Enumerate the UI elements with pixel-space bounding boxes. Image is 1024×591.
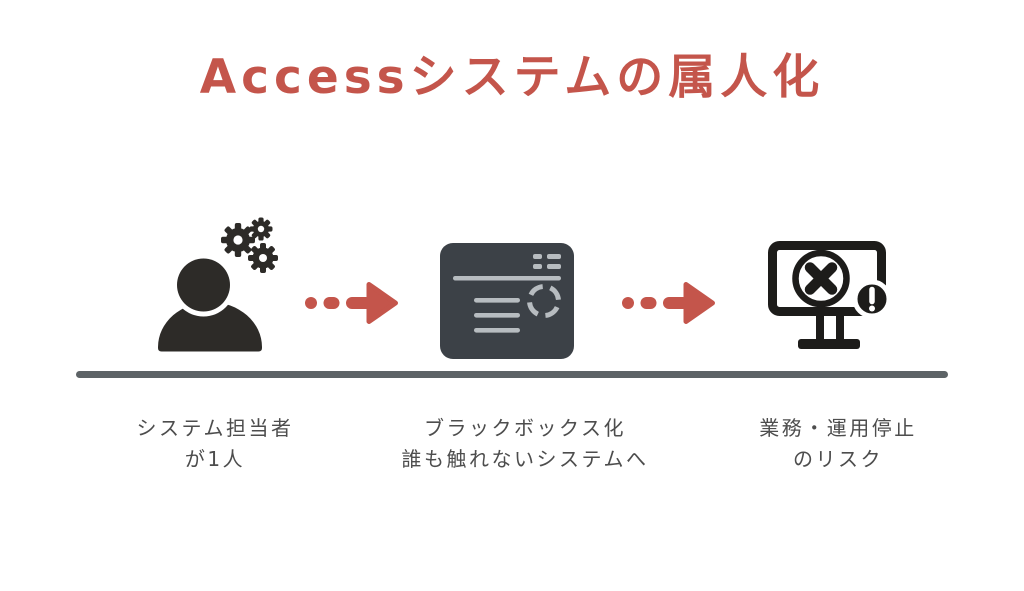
step-label-risk: 業務・運用停止 のリスク <box>668 413 1008 475</box>
error-monitor-icon <box>768 241 892 349</box>
alert-badge-icon <box>852 279 892 319</box>
window-text-line <box>474 328 520 333</box>
dashed-arrow-right-icon <box>305 282 398 324</box>
person-body <box>158 302 262 352</box>
window-text-line <box>474 298 520 303</box>
page-title: Accessシステムの属人化 <box>199 50 825 105</box>
window-menu-dash <box>533 254 542 259</box>
step-label-line: のリスク <box>793 447 883 471</box>
monitor-stand-leg <box>836 311 844 341</box>
dashed-arrow-right-icon <box>622 282 715 324</box>
window-menu-dash <box>533 264 542 269</box>
step-label-line: 誰も触れないシステムへ <box>401 447 649 471</box>
blackbox-window-icon <box>440 243 574 359</box>
person-with-gears-icon <box>158 217 278 352</box>
window-menu-dash <box>547 254 561 259</box>
window-menu-dash <box>547 264 561 269</box>
monitor-stand-base <box>798 339 860 349</box>
error-x-icon <box>804 262 838 295</box>
step-label-line: 業務・運用停止 <box>759 416 917 440</box>
step-label-person: システム担当者 が1人 <box>45 413 385 475</box>
gear-icon <box>221 223 255 257</box>
step-label-line: ブラックボックス化 <box>424 416 626 440</box>
window-text-line <box>474 313 520 318</box>
person-head <box>177 258 230 312</box>
step-label-line: システム担当者 <box>136 416 294 440</box>
monitor-stand-leg <box>816 311 824 341</box>
step-label-blackbox: ブラックボックス化 誰も触れないシステムへ <box>355 413 695 475</box>
gear-icon <box>248 243 278 273</box>
baseline-divider <box>76 371 948 378</box>
step-label-line: が1人 <box>184 447 246 471</box>
gear-icon <box>249 217 273 241</box>
window-toolbar-line <box>453 276 561 281</box>
error-x-circle-icon <box>792 249 850 308</box>
